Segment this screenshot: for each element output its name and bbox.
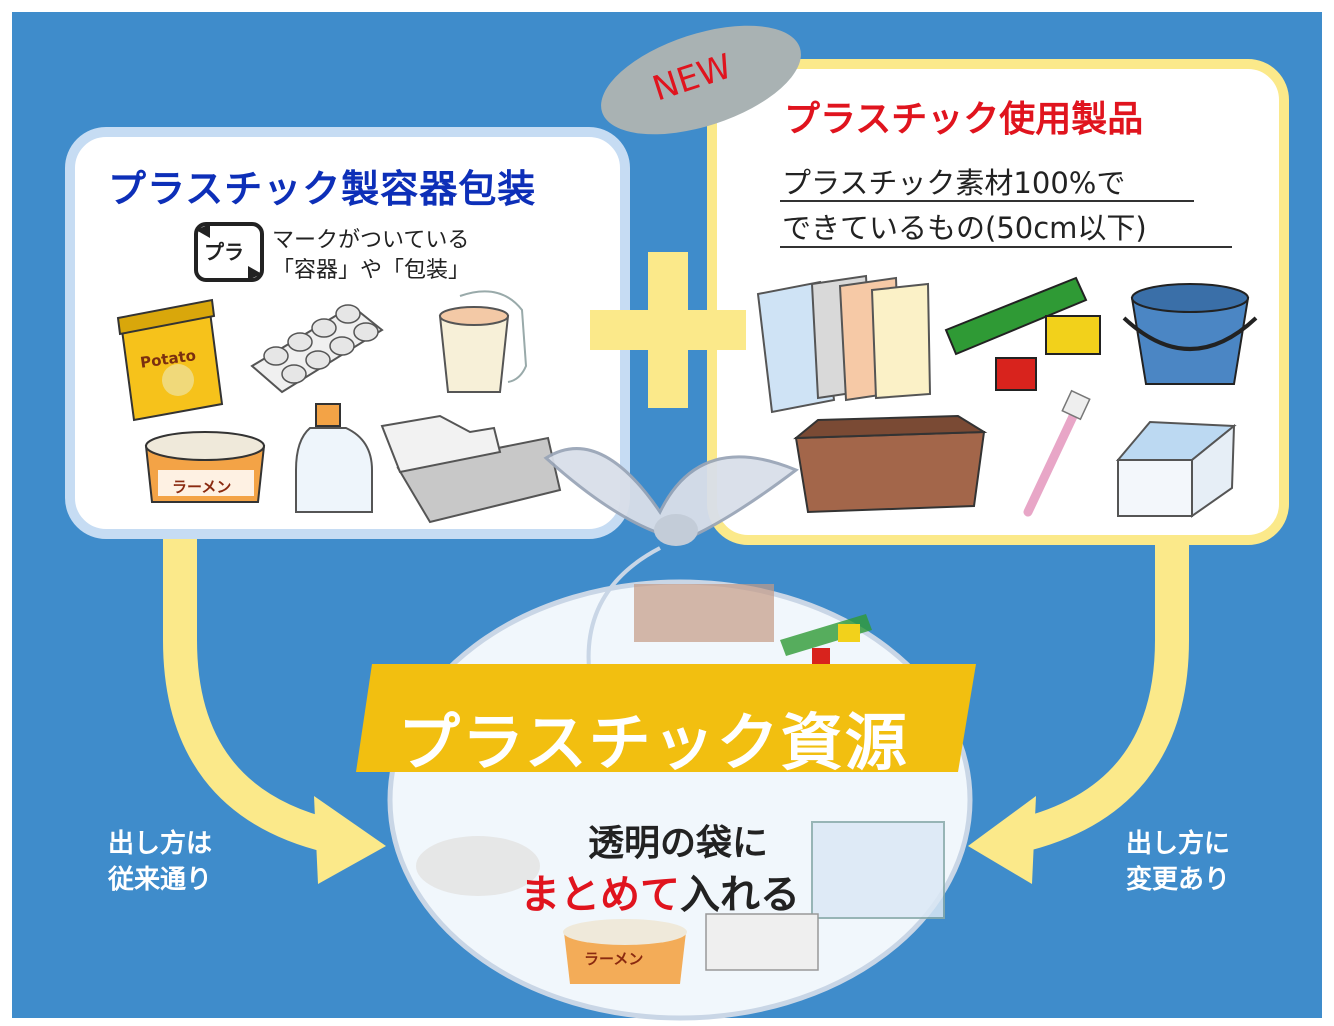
planter-box-icon bbox=[793, 414, 988, 514]
new-badge bbox=[601, 25, 801, 135]
bag-ramen-label: ラーメン bbox=[584, 950, 644, 968]
bag-instruction-line1: 透明の袋に bbox=[588, 823, 769, 864]
left-panel-title: プラスチック製容器包装 bbox=[108, 167, 537, 211]
detergent-bottle-icon bbox=[295, 403, 373, 513]
food-container-icon bbox=[1115, 420, 1237, 518]
toy-blocks-icon bbox=[944, 276, 1101, 391]
right-subtitle-line2: できているもの(50cm以下) bbox=[782, 211, 1147, 245]
clear-file-folders-icon bbox=[756, 274, 932, 414]
right-subtitle-line1: プラスチック素材100%で bbox=[782, 166, 1126, 200]
right-side-note: 出し方に変更あり bbox=[1126, 829, 1231, 895]
mark-description-line2: 「容器」や「包装」 bbox=[272, 258, 471, 283]
pura-recycle-mark-icon bbox=[194, 222, 264, 282]
pura-mark-label: プラ bbox=[204, 240, 244, 264]
egg-carton-icon bbox=[250, 304, 384, 394]
mark-description: マークがついている 「容器」や「包装」 bbox=[272, 226, 532, 286]
left-side-note: 出し方は従来通り bbox=[108, 829, 213, 895]
left-flow-arrow bbox=[163, 538, 386, 884]
subtitle-underline-1 bbox=[780, 200, 1194, 202]
toothbrush-icon bbox=[1023, 389, 1091, 517]
ramen-cup-label: ラーメン bbox=[172, 478, 232, 496]
bag-instruction-line2: 入れる bbox=[680, 872, 800, 918]
bucket-icon bbox=[1122, 283, 1258, 385]
ramen-cup-icon bbox=[144, 431, 266, 503]
potato-chip-bag-icon bbox=[116, 298, 224, 422]
banner-title: プラスチック資源 bbox=[398, 706, 909, 779]
right-flow-arrow bbox=[968, 540, 1189, 884]
subtitle-underline-2 bbox=[780, 246, 1232, 248]
plastic-cup-bag-icon bbox=[438, 290, 528, 393]
plus-sign-icon bbox=[590, 252, 746, 408]
bag-instruction-emphasis: まとめて bbox=[520, 872, 680, 918]
mark-description-line1: マークがついている bbox=[272, 228, 470, 253]
right-panel-title: プラスチック使用製品 bbox=[784, 99, 1144, 140]
foam-tray-icon bbox=[380, 414, 562, 524]
plastic-resource-banner bbox=[356, 664, 976, 772]
